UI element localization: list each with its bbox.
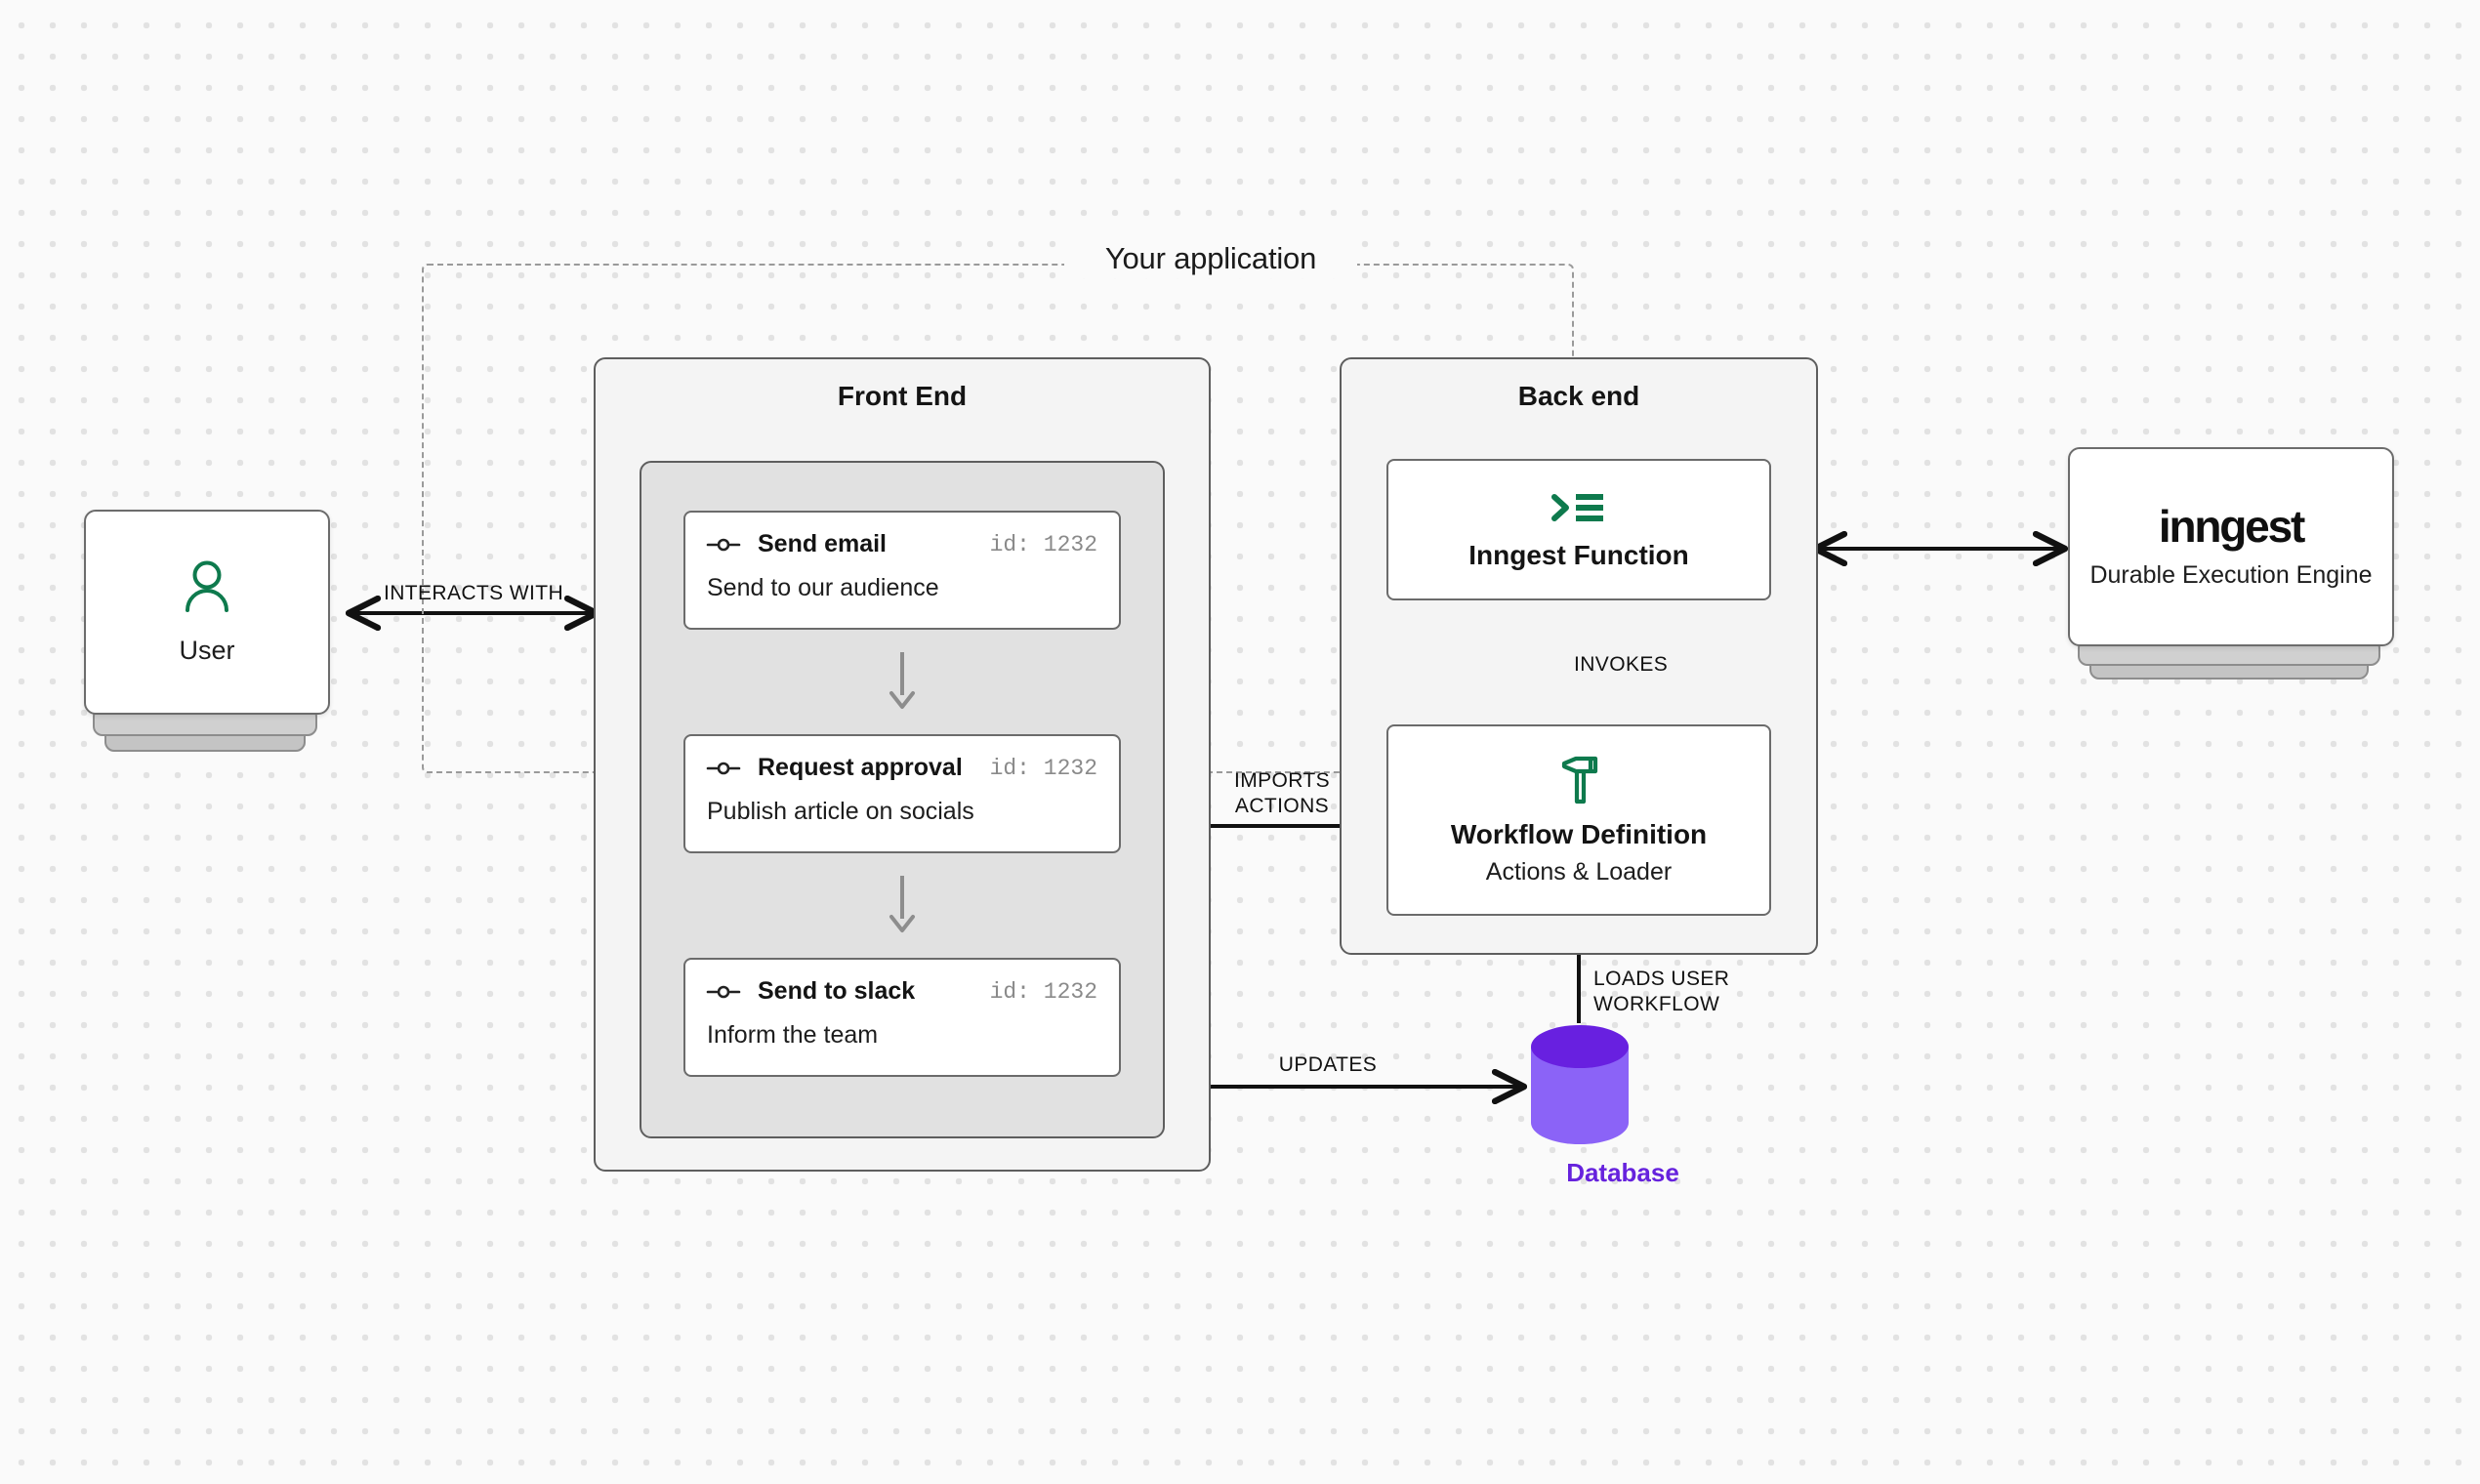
edge-label-interacts-with: INTERACTS WITH xyxy=(383,582,564,604)
step-title: Send email xyxy=(758,530,887,557)
workflow-definition-card[interactable]: Workflow Definition Actions & Loader xyxy=(1386,724,1771,916)
step-header: Send to slack id: 1232 xyxy=(706,977,1097,1006)
step-connector-arrow xyxy=(883,876,922,932)
step-id-label: id: 1232 xyxy=(989,755,1097,781)
node-connector-icon xyxy=(706,761,741,776)
database-cylinder-icon xyxy=(1525,1021,1720,1150)
user-label: User xyxy=(179,635,235,665)
step-description: Publish article on socials xyxy=(707,798,974,825)
workflow-step-card[interactable]: Send to slack id: 1232 Inform the team xyxy=(683,958,1121,1077)
edge-label-imports-actions: IMPORTS ACTIONS xyxy=(1233,769,1331,818)
inngest-subtitle: Durable Execution Engine xyxy=(2089,561,2373,589)
inngest-function-card[interactable]: Inngest Function xyxy=(1386,459,1771,600)
user-node[interactable]: User xyxy=(84,510,330,752)
edge-label-updates: UPDATES xyxy=(1278,1053,1378,1076)
edge-label-invokes: INVOKES xyxy=(1574,653,1669,676)
step-description: Inform the team xyxy=(707,1021,879,1049)
inngest-function-title: Inngest Function xyxy=(1468,539,1689,570)
step-id-label: id: 1232 xyxy=(989,531,1097,557)
workflow-step-card[interactable]: Send email id: 1232 Send to our audience xyxy=(683,511,1121,630)
step-description: Send to our audience xyxy=(707,574,939,601)
step-header: Request approval id: 1232 xyxy=(706,754,1097,782)
function-terminal-icon xyxy=(1550,489,1607,526)
frontend-title: Front End xyxy=(837,381,968,411)
workflow-definition-title: Workflow Definition xyxy=(1450,818,1708,849)
workflow-step-card[interactable]: Request approval id: 1232 Publish articl… xyxy=(683,734,1121,853)
edge-label-loads-user-workflow: LOADS USER WORKFLOW xyxy=(1593,968,1730,1016)
node-connector-icon xyxy=(706,537,741,553)
user-icon xyxy=(183,559,231,614)
step-header: Send email id: 1232 xyxy=(706,530,1097,558)
node-connector-icon xyxy=(706,984,741,1000)
inngest-card-face: inngest Durable Execution Engine xyxy=(2068,447,2394,646)
user-card-face: User xyxy=(84,510,330,715)
step-id-label: id: 1232 xyxy=(989,978,1097,1005)
database-label: Database xyxy=(1566,1158,1679,1187)
step-connector-arrow xyxy=(883,652,922,709)
step-title: Request approval xyxy=(758,754,963,781)
database-node[interactable]: Database xyxy=(1525,1021,1720,1187)
step-title: Send to slack xyxy=(758,977,916,1005)
hammer-tool-icon xyxy=(1556,755,1601,805)
application-boundary-title: Your application xyxy=(1064,239,1357,278)
inngest-logo: inngest xyxy=(2158,501,2305,552)
inngest-engine-node[interactable]: inngest Durable Execution Engine xyxy=(2068,447,2394,680)
backend-title: Back end xyxy=(1517,381,1640,411)
workflow-definition-subtitle: Actions & Loader xyxy=(1485,857,1673,886)
